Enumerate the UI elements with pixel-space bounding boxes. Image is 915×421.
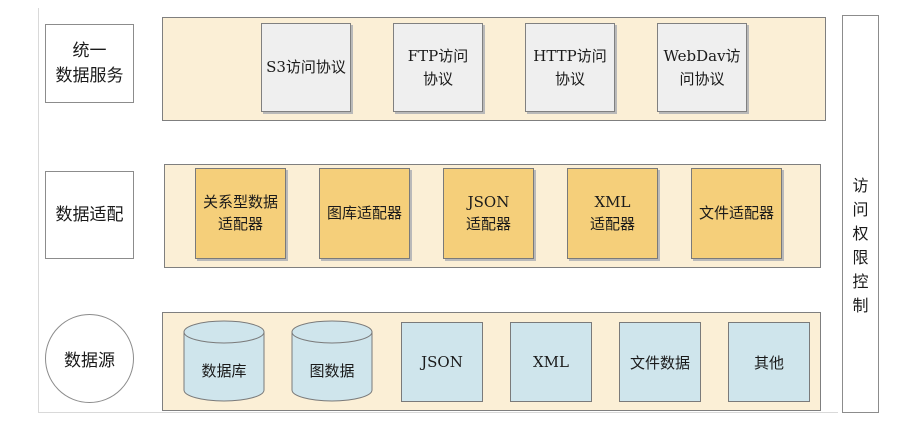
webdav-protocol-box: WebDav访 问协议 [657,23,747,112]
database-label: 数据库 [201,361,247,380]
graph-adapter-box: 图库适配器 [319,168,410,259]
access-control-char: 访 [852,176,869,195]
label-data-source: 数据源 [45,314,134,403]
relational-adapter-box: 关系型数据 适配器 [195,168,286,259]
access-control-char: 限 [852,248,869,267]
graph-data-cylinder: 图数据 [291,320,373,402]
label-unified-data-service: 统一 数据服务 [45,24,134,103]
json-adapter-box: JSON 适配器 [443,168,534,259]
ftp-protocol-box: FTP访问 协议 [393,23,483,112]
frame-bottom-line [38,412,838,413]
access-control-char: 控 [852,272,869,291]
database-cylinder-shape [183,320,265,402]
access-control-char: 制 [852,296,869,315]
http-protocol-box: HTTP访问 协议 [525,23,615,112]
layer-data-source [162,312,821,411]
json-source-box: JSON [401,322,483,402]
file-data-source-box: 文件数据 [619,322,701,402]
other-source-box: 其他 [728,322,810,402]
access-control-char: 问 [852,200,869,219]
s3-protocol-box: S3访问协议 [261,23,351,112]
xml-source-box: XML [510,322,592,402]
database-cylinder: 数据库 [183,320,265,402]
access-control-char: 权 [852,224,869,243]
file-adapter-box: 文件适配器 [691,168,782,259]
graph-data-cylinder-shape [291,320,373,402]
frame-left-line [38,8,39,413]
xml-adapter-box: XML 适配器 [567,168,658,259]
access-control-bar: 访 问 权 限 控 制 [842,15,879,413]
access-control-label: 访 问 权 限 控 制 [843,174,878,318]
label-data-adapter: 数据适配 [45,171,134,259]
graph-data-label: 图数据 [309,361,355,380]
